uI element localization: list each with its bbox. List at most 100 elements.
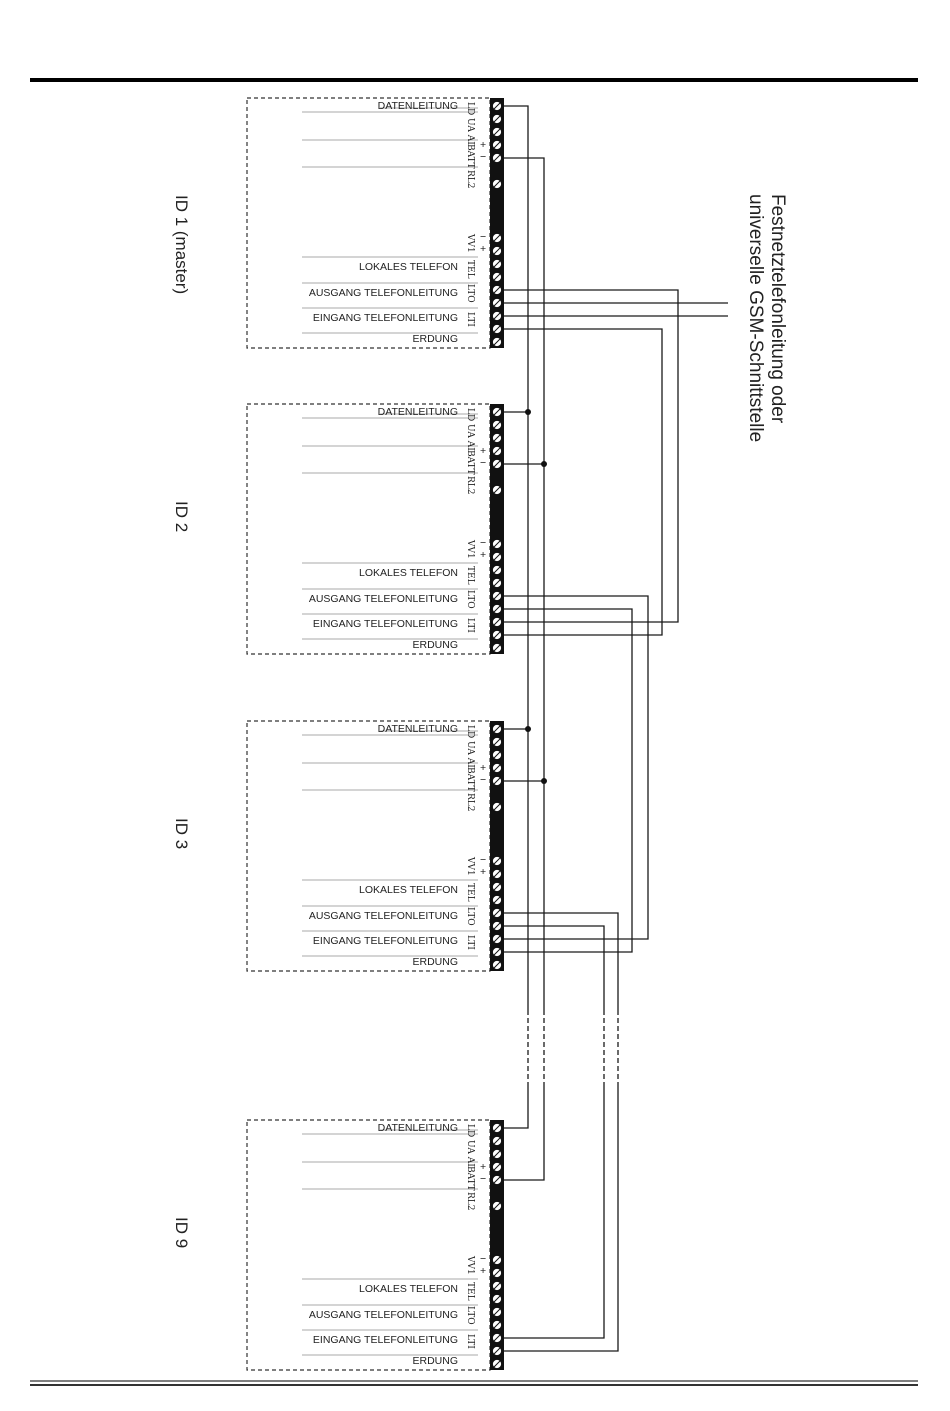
screw-slot	[493, 325, 501, 333]
label-plus-batt: +	[480, 139, 486, 151]
label-batt: BATT	[465, 767, 475, 792]
label-datenleitung: DATENLEITUNG	[378, 406, 458, 418]
screw-slot	[493, 618, 501, 626]
label-rl2: RL2	[465, 793, 475, 811]
unit-4: DATENLEITUNG LOKALES TELEFON AUSGANG TELEF…	[172, 1119, 504, 1371]
batt-bus	[504, 157, 545, 1010]
screw-slot	[493, 1256, 501, 1264]
label-eingang-telefonleitung: EINGANG TELEFONLEITUNG	[313, 312, 458, 324]
screw-slot	[493, 1321, 501, 1329]
label-minus-vv1: −	[480, 1253, 486, 1265]
label-lto: LTO	[465, 1306, 475, 1325]
label-minus-vv1: −	[480, 231, 486, 243]
screw-slot	[493, 1202, 501, 1210]
screw-slot	[493, 421, 501, 429]
screw-slot	[493, 434, 501, 442]
screw-slot	[493, 447, 501, 455]
label-ausgang-telefonleitung: AUSGANG TELEFONLEITUNG	[309, 1309, 458, 1321]
label-minus-batt: −	[480, 457, 486, 469]
label-rl2: RL2	[465, 1192, 475, 1210]
label-eingang-telefonleitung: EINGANG TELEFONLEITUNG	[313, 1334, 458, 1346]
label-plus-vv1: +	[480, 1265, 486, 1277]
screw-slot	[493, 605, 501, 613]
label-ld-ua-ai: LD UA AI	[465, 408, 475, 451]
label-vv1: VV1	[465, 539, 475, 559]
label-plus-vv1: +	[480, 549, 486, 561]
label-vv1: VV1	[465, 233, 475, 253]
link-1-2-a	[504, 289, 679, 623]
screw-slot	[493, 948, 501, 956]
screw-slot	[493, 1163, 501, 1171]
screw-slot	[493, 1360, 501, 1368]
screw-slot	[493, 764, 501, 772]
link-2-3-a	[504, 595, 649, 940]
label-ld-ua-ai: LD UA AI	[465, 725, 475, 768]
screw-slot	[493, 312, 501, 320]
label-datenleitung: DATENLEITUNG	[378, 100, 458, 112]
label-vv1: VV1	[465, 1255, 475, 1275]
unit-id-label: ID 2	[172, 501, 191, 532]
link-3-9-a	[504, 912, 619, 1010]
label-batt: BATT	[465, 1166, 475, 1191]
batt-bus-end	[504, 1085, 545, 1181]
screw-slot	[493, 777, 501, 785]
side-label-line1: Festnetztelefonleitung oder	[767, 194, 788, 424]
screw-slot	[493, 102, 501, 110]
label-eingang-telefonleitung: EINGANG TELEFONLEITUNG	[313, 618, 458, 630]
label-datenleitung: DATENLEITUNG	[378, 1122, 458, 1134]
screw-slot	[493, 299, 501, 307]
label-plus-vv1: +	[480, 243, 486, 255]
link-3-9-a-end	[504, 1085, 619, 1352]
label-lto: LTO	[465, 590, 475, 609]
screw-slot	[493, 909, 501, 917]
label-lokales-telefon: LOKALES TELEFON	[359, 884, 458, 896]
wires-layer	[504, 105, 728, 1352]
label-lokales-telefon: LOKALES TELEFON	[359, 567, 458, 579]
label-tel: TEL	[465, 883, 475, 902]
screw-slot	[493, 1295, 501, 1303]
label-datenleitung: DATENLEITUNG	[378, 723, 458, 735]
label-lti: LTI	[465, 618, 475, 633]
screw-slot	[493, 553, 501, 561]
label-lti: LTI	[465, 935, 475, 950]
screw-slot	[493, 803, 501, 811]
screw-slot	[493, 115, 501, 123]
label-plus-batt: +	[480, 762, 486, 774]
label-erdung: ERDUNG	[412, 956, 458, 968]
screw-slot	[493, 883, 501, 891]
label-rl2: RL2	[465, 170, 475, 188]
label-eingang-telefonleitung: EINGANG TELEFONLEITUNG	[313, 935, 458, 947]
label-lokales-telefon: LOKALES TELEFON	[359, 1283, 458, 1295]
label-erdung: ERDUNG	[412, 333, 458, 345]
screw-slot	[493, 338, 501, 346]
unit-box	[246, 720, 491, 972]
screw-slot	[493, 1137, 501, 1145]
label-lto: LTO	[465, 284, 475, 303]
link-3-9-b	[504, 925, 605, 1010]
screw-slot	[493, 566, 501, 574]
screw-slot	[493, 234, 501, 242]
label-ld-ua-ai: LD UA AI	[465, 102, 475, 145]
label-erdung: ERDUNG	[412, 639, 458, 651]
link-1-2-b	[504, 328, 663, 636]
screw-slot	[493, 286, 501, 294]
screw-slot	[493, 460, 501, 468]
screw-slot	[493, 486, 501, 494]
label-plus-vv1: +	[480, 866, 486, 878]
label-lti: LTI	[465, 1334, 475, 1349]
screw-slot	[493, 725, 501, 733]
label-tel: TEL	[465, 566, 475, 585]
junction-dot	[541, 461, 547, 467]
label-vv1: VV1	[465, 856, 475, 876]
screw-slot	[493, 896, 501, 904]
label-lokales-telefon: LOKALES TELEFON	[359, 261, 458, 273]
label-plus-batt: +	[480, 1161, 486, 1173]
label-minus-batt: −	[480, 1173, 486, 1185]
screw-slot	[493, 592, 501, 600]
screw-slot	[493, 247, 501, 255]
label-ld-ua-ai: LD UA AI	[465, 1124, 475, 1167]
